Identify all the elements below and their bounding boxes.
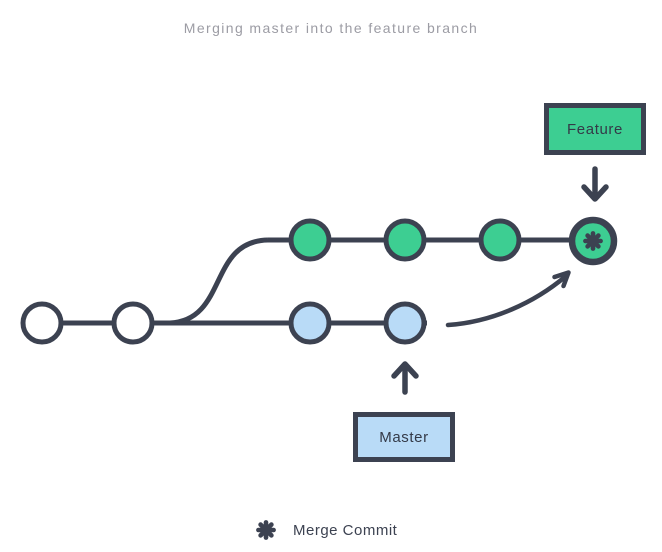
feature-branch-label: Feature	[544, 103, 646, 155]
merge-arrow-head-icon	[552, 270, 571, 289]
common-commit-node-1	[20, 301, 64, 345]
master-branch-label-text: Master	[379, 428, 429, 446]
feature-commit-node-1	[288, 218, 332, 262]
branch-fork-curve	[169, 237, 269, 326]
master-commit-node-2	[383, 301, 427, 345]
legend-merge-commit-label: Merge Commit	[293, 521, 398, 539]
feature-branch-label-text: Feature	[567, 120, 623, 138]
common-commit-node-2	[111, 301, 155, 345]
asterisk-icon	[254, 518, 278, 542]
diagram-title: Merging master into the feature branch	[183, 20, 479, 36]
merge-arrow-curve	[445, 273, 569, 328]
asterisk-icon	[585, 233, 600, 248]
down-arrow-icon	[581, 166, 609, 202]
feature-commit-node-3	[478, 218, 522, 262]
master-commit-node-1	[288, 301, 332, 345]
master-branch-label: Master	[353, 412, 455, 462]
up-arrow-icon	[391, 361, 419, 395]
legend: Merge Commit	[254, 518, 397, 542]
feature-commit-node-2	[383, 218, 427, 262]
